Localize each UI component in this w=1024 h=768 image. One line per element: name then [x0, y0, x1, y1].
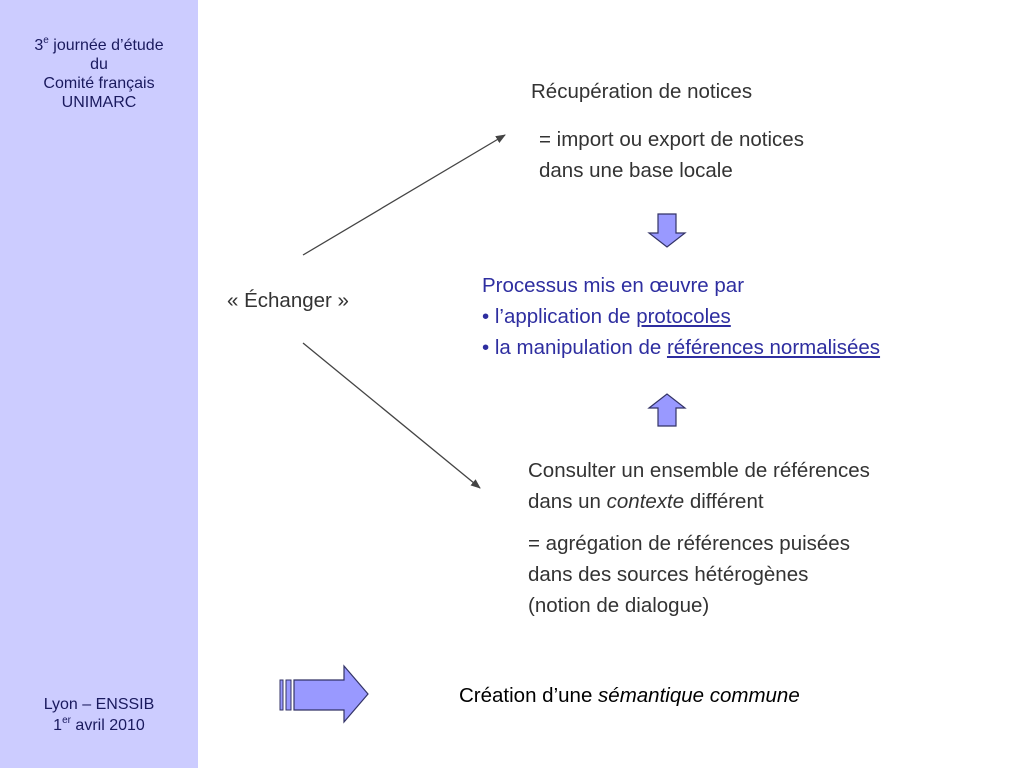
sidebar-header-line-4: UNIMARC	[61, 94, 137, 111]
sidebar-footer-line-2: 1er avril 2010	[53, 714, 145, 734]
bottom-block-line-1: Consulter un ensemble de références	[528, 459, 870, 482]
top-block-line-2: dans une base locale	[539, 159, 733, 182]
middle-block-item-1: • l’application de protocoles	[482, 305, 731, 328]
sidebar-header-line-1: 3e journée d’étude	[34, 34, 164, 54]
connector-arrow-up	[302, 134, 506, 256]
references-normalisees-link[interactable]: références normalisées	[666, 336, 881, 359]
conclusion-text: Création d’une sémantique commune	[459, 684, 800, 707]
bottom-block-line-5: (notion de dialogue)	[528, 594, 710, 617]
sidebar-header-line-3: Comité français	[43, 75, 155, 92]
bottom-block-text: = agrégation de références puisées dans …	[528, 528, 850, 621]
up-block-arrow-icon	[647, 393, 687, 427]
exchange-label: « Échanger »	[227, 289, 349, 312]
middle-block: Processus mis en œuvre par • l’applicati…	[482, 270, 880, 363]
sidebar-footer-line-1: Lyon – ENSSIB	[43, 696, 155, 713]
connector-arrow-down	[302, 342, 481, 489]
striped-right-arrow-icon	[279, 664, 369, 724]
middle-block-item-2: • la manipulation de références normalis…	[482, 336, 881, 359]
protocoles-link[interactable]: protocoles	[636, 305, 731, 328]
bottom-block-line-2: dans un contexte différent	[528, 490, 764, 513]
top-block-title: Récupération de notices	[531, 80, 753, 103]
top-block-line-1: = import ou export de notices	[539, 128, 804, 151]
middle-block-title: Processus mis en œuvre par	[482, 274, 745, 297]
sidebar-header: 3e journée d’étude du Comité français UN…	[0, 34, 198, 112]
down-block-arrow-icon	[647, 213, 687, 248]
sidebar-header-line-2: du	[90, 56, 108, 73]
sidebar: 3e journée d’étude du Comité français UN…	[0, 0, 198, 768]
bottom-block-heading: Consulter un ensemble de références dans…	[528, 455, 870, 517]
bottom-block-line-3: = agrégation de références puisées	[528, 532, 850, 555]
sidebar-footer: Lyon – ENSSIB 1er avril 2010	[0, 694, 198, 736]
top-block-text: = import ou export de notices dans une b…	[539, 124, 804, 186]
bottom-block-line-4: dans des sources hétérogènes	[528, 563, 809, 586]
